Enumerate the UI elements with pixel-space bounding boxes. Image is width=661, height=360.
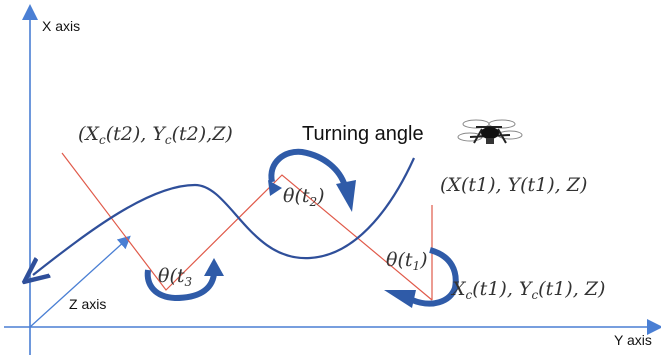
trajectory-curve bbox=[33, 157, 416, 275]
label-pos-t1: Xc(t1), Yc(t1), Z) bbox=[450, 278, 605, 302]
x-axis-label: X axis bbox=[42, 18, 80, 34]
label-pos-t2: (Xc(t2), Yc(t2),Z) bbox=[78, 123, 233, 147]
y-axis-label: Y axis bbox=[614, 332, 652, 348]
label-theta-t2: θ(t2) bbox=[283, 185, 325, 209]
rotation-arrow-t1 bbox=[384, 247, 459, 308]
rotation-arrow-t2 bbox=[268, 148, 356, 212]
drone-icon bbox=[457, 119, 523, 144]
label-theta-t1: θ(t1) bbox=[386, 249, 428, 273]
label-pos-drone: (X(t1), Y(t1), Z) bbox=[440, 174, 587, 196]
z-axis-line bbox=[29, 235, 131, 328]
label-turning-angle: Turning angle bbox=[302, 123, 424, 145]
z-axis-label: Z axis bbox=[69, 296, 106, 312]
rotation-arrow-t3 bbox=[144, 258, 224, 302]
